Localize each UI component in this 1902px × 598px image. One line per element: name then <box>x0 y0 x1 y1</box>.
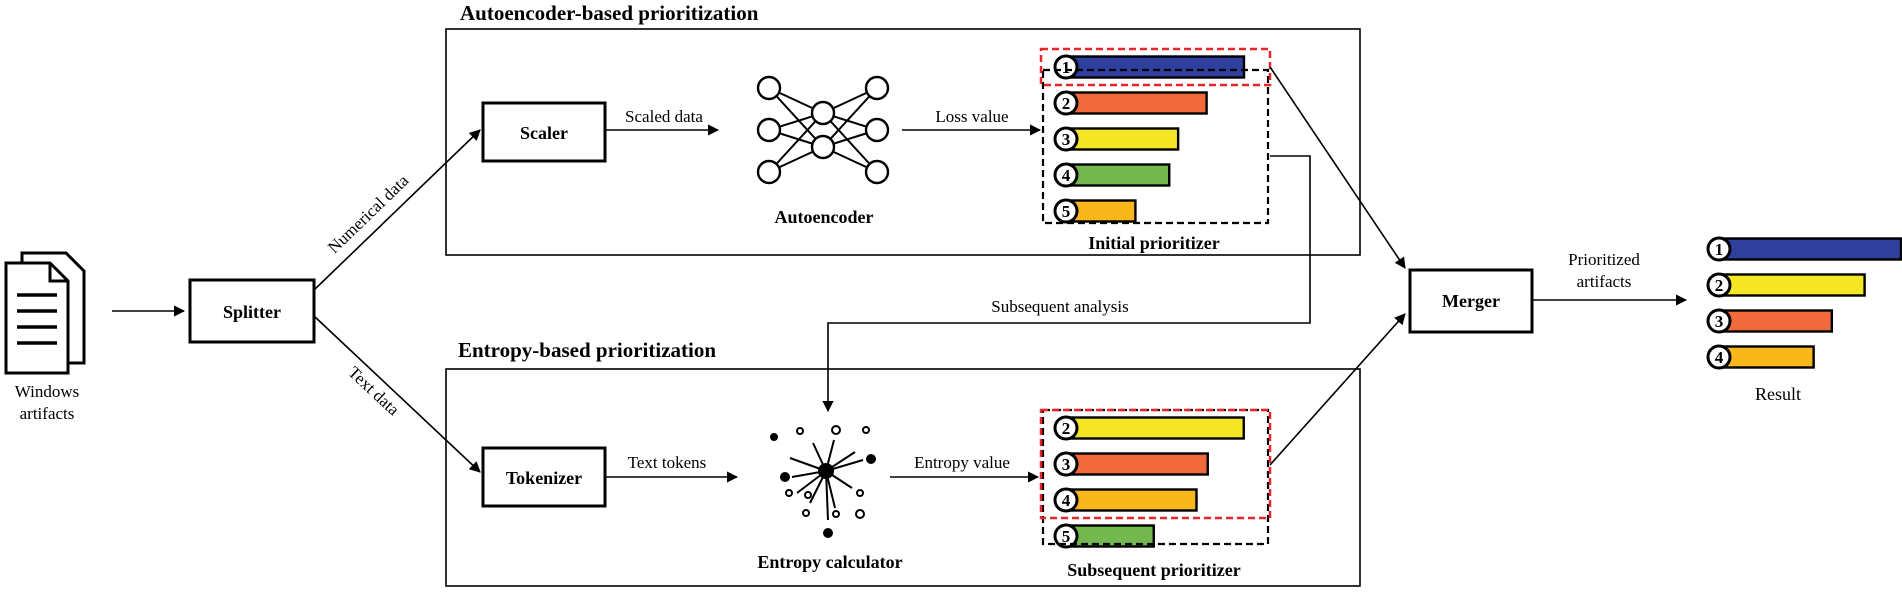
rank-badge <box>1053 451 1079 477</box>
initial-prioritizer-bars: 1 2 3 4 5 <box>1053 54 1246 224</box>
rank-bar <box>1064 127 1180 151</box>
scaled-data-label: Scaled data <box>625 107 703 126</box>
rank-number: 5 <box>1062 527 1071 546</box>
rank-bar <box>1064 488 1198 512</box>
splitter-box <box>188 278 316 344</box>
entropy-section-frame <box>445 368 1361 587</box>
rank-number: 5 <box>1062 202 1071 221</box>
rank-badge <box>1053 90 1079 116</box>
merger-box <box>1408 268 1534 334</box>
rank-badge <box>1053 126 1079 152</box>
rank-badge <box>1053 415 1079 441</box>
initial-to-merger-arrow <box>1269 66 1406 269</box>
subsequent-analysis-label: Subsequent analysis <box>991 297 1128 316</box>
rank-badge <box>1053 487 1079 513</box>
subsequent-prioritizer-bars: 2 3 4 5 <box>1053 415 1245 549</box>
rank-number: 2 <box>1715 276 1724 295</box>
rank-number: 2 <box>1062 94 1071 113</box>
rank-number: 4 <box>1715 348 1724 367</box>
rank-bar <box>1064 55 1246 79</box>
rank-badge <box>1706 272 1732 298</box>
splitter-label: Splitter <box>223 302 281 322</box>
tokenizer-label: Tokenizer <box>506 468 582 488</box>
rank-badge <box>1706 308 1732 334</box>
rank-number: 3 <box>1715 312 1724 331</box>
rank-badge <box>1053 162 1079 188</box>
entropy-calculator-label: Entropy calculator <box>757 552 902 572</box>
rank-bar <box>1717 309 1834 333</box>
rank-number: 3 <box>1062 455 1071 474</box>
numerical-data-arrow <box>313 129 481 291</box>
entropy-value-label: Entropy value <box>914 453 1010 472</box>
documents-icon <box>4 251 86 375</box>
initial-prioritizer-label: Initial prioritizer <box>1088 233 1219 253</box>
prioritized-artifacts-label-line1: Prioritized <box>1568 250 1640 269</box>
rank-number: 4 <box>1062 491 1071 510</box>
rank-bar <box>1717 237 1902 261</box>
rank-badge <box>1053 523 1079 549</box>
rank-bar <box>1064 163 1171 187</box>
rank-badge <box>1053 198 1079 224</box>
autoencoder-label: Autoencoder <box>775 207 874 227</box>
windows-artifacts-label-line2: artifacts <box>20 404 75 423</box>
numerical-data-label: Numerical data <box>324 171 413 257</box>
entropy-section-title: Entropy-based prioritization <box>458 338 716 362</box>
rank-bar <box>1717 345 1815 369</box>
loss-value-label: Loss value <box>935 107 1008 126</box>
rank-badge <box>1706 344 1732 370</box>
scaler-label: Scaler <box>520 123 568 143</box>
rank-bar <box>1064 452 1209 476</box>
tokenizer-box <box>481 446 607 508</box>
windows-artifacts-label-line1: Windows <box>15 382 79 401</box>
rank-number: 2 <box>1062 419 1071 438</box>
result-bars: 1 2 3 4 <box>1706 236 1902 370</box>
rank-badge <box>1706 236 1732 262</box>
text-data-arrow <box>313 315 481 473</box>
subsequent-analysis-arrow <box>822 155 1311 413</box>
rank-number: 1 <box>1715 240 1724 259</box>
rank-badge <box>1053 54 1079 80</box>
entropy-scatter-icon <box>770 425 876 538</box>
rank-number: 4 <box>1062 166 1071 185</box>
subsequent-top-highlight <box>1039 408 1272 520</box>
merger-label: Merger <box>1442 291 1500 311</box>
initial-lower-dashed-box <box>1041 68 1270 225</box>
rank-number: 1 <box>1062 58 1071 77</box>
autoencoder-section-title: Autoencoder-based prioritization <box>460 1 759 25</box>
subsequent-prioritizer-label: Subsequent prioritizer <box>1067 560 1241 580</box>
rank-bar <box>1717 273 1866 297</box>
rank-number: 3 <box>1062 130 1071 149</box>
scaler-box <box>481 101 607 163</box>
prioritized-artifacts-label-line2: artifacts <box>1577 272 1632 291</box>
text-tokens-label: Text tokens <box>628 453 707 472</box>
result-label: Result <box>1755 384 1801 404</box>
autoencoder-section-frame <box>445 28 1361 256</box>
neural-network-icon <box>756 75 890 185</box>
rank-bar <box>1064 416 1245 440</box>
rank-bar <box>1064 91 1208 115</box>
subsequent-to-merger-arrow <box>1269 313 1406 466</box>
